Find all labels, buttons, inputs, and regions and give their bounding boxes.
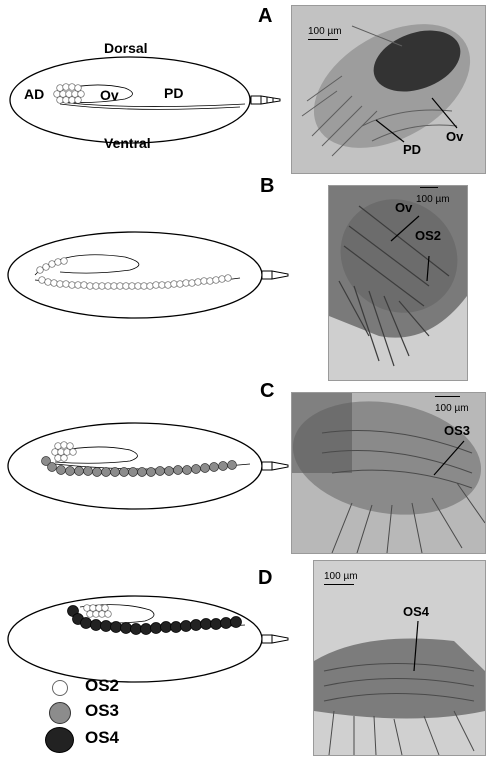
photo-label-os4: OS4 <box>403 604 429 619</box>
schematic-b <box>0 220 290 330</box>
tail-cone <box>262 635 288 643</box>
legend-label-os2: OS2 <box>85 676 119 696</box>
photo-label-os2: OS2 <box>415 228 441 243</box>
label-dorsal: Dorsal <box>104 40 148 56</box>
panel-letter-c: C <box>260 380 274 403</box>
os2-row <box>37 258 232 290</box>
micrograph-a: 100 µm PD Ov <box>291 5 486 174</box>
os2-cluster <box>54 84 85 104</box>
os3-marker <box>49 702 71 724</box>
tail-cone <box>262 462 288 470</box>
scale-bar-a: 100 µm <box>308 26 368 37</box>
scale-bar-d: 100 µm <box>324 571 384 582</box>
photo-label-ov: Ov <box>446 129 463 144</box>
photo-label-os3: OS3 <box>444 423 470 438</box>
tail-cone <box>251 96 280 104</box>
micrograph-d: 100 µm OS4 <box>313 560 486 756</box>
legend-label-os3: OS3 <box>85 701 119 721</box>
panel-letter-b: B <box>260 175 274 198</box>
body-outline <box>8 232 262 318</box>
schematic-d <box>0 583 290 695</box>
photo-label-ov: Ov <box>395 200 412 215</box>
ovary-outline <box>60 85 245 109</box>
body-outline <box>10 57 250 143</box>
panel-letter-a: A <box>258 5 272 28</box>
label-ventral: Ventral <box>104 135 151 151</box>
label-ov: Ov <box>100 87 119 103</box>
label-ad: AD <box>24 86 44 102</box>
tail-cone <box>262 271 288 279</box>
label-pd: PD <box>164 85 183 101</box>
body-outline <box>8 596 262 682</box>
os2-cluster <box>52 442 77 462</box>
legend-label-os4: OS4 <box>85 728 119 748</box>
os3-row <box>42 457 237 477</box>
micrograph-c: 100 µm OS3 <box>291 392 486 554</box>
photo-label-pd: PD <box>403 142 421 157</box>
os2-marker <box>52 680 68 696</box>
os2-cluster <box>84 605 112 618</box>
micrograph-b: 100 µm Ov OS2 <box>328 185 468 381</box>
os4-marker <box>45 727 74 753</box>
schematic-c <box>0 408 290 520</box>
